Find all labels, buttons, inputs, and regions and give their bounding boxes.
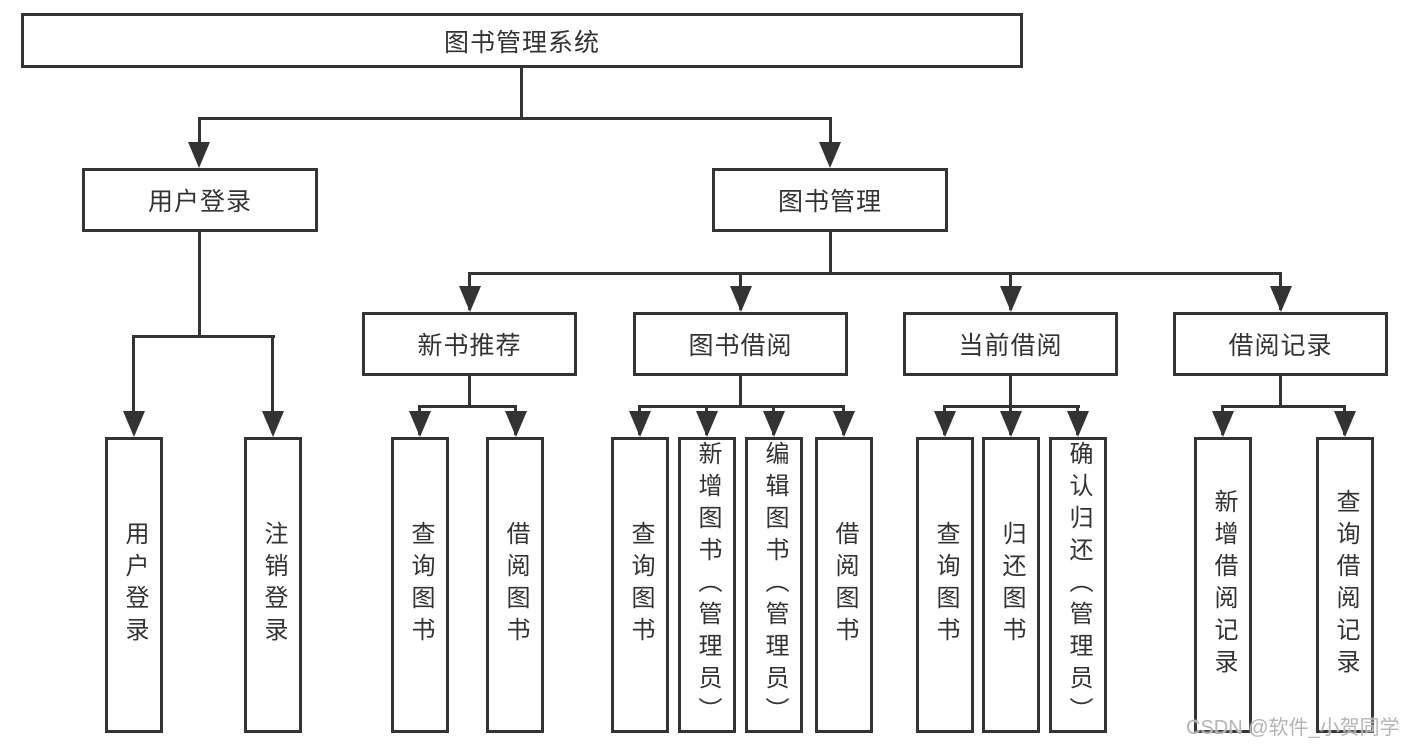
leaf-return-book-label: 归还图书 [998,521,1025,649]
leaf-query-book-current: 查询图书 [916,437,974,733]
leaf-borrow-book-newrec: 借阅图书 [486,437,544,733]
arrow-down-icon [629,411,651,437]
node-book-mgmt: 图书管理 [712,168,948,232]
arrow-down-icon [409,411,431,437]
connector-new-book-rec-branch [418,405,517,408]
connector-book-borrow-stem [739,376,742,408]
connector-book-mgmt-stem [829,232,832,275]
connector-current-borrow-stem [1009,376,1012,408]
leaf-logout: 注销登录 [244,437,302,733]
leaf-confirm-return-admin-label: 确认归还（管理员） [1065,441,1092,729]
leaf-edit-book-admin-label: 编辑图书（管理员） [761,441,788,729]
node-book-borrow: 图书借阅 [633,312,848,376]
arrow-down-icon [763,411,785,437]
arrow-down-icon [1270,286,1292,312]
arrow-down-icon [123,411,145,437]
leaf-query-borrow-record-label: 查询借阅记录 [1332,489,1359,681]
node-current-borrow-label: 当前借阅 [958,332,1063,360]
leaf-query-borrow-record: 查询借阅记录 [1316,437,1374,733]
node-user-login: 用户登录 [82,168,318,232]
leaf-query-book-newrec-label: 查询图书 [407,521,434,649]
arrow-down-icon [730,286,752,312]
connector-new-book-rec-stem [468,376,471,408]
arrow-down-icon [188,142,210,168]
node-root-system: 图书管理系统 [21,13,1023,68]
leaf-query-book-borrow-label: 查询图书 [627,521,654,649]
connector-root-to-user-login [198,117,201,163]
connector-user-login-stem [198,232,201,338]
arrow-down-icon [833,411,855,437]
leaf-borrow-book-borrow: 借阅图书 [815,437,873,733]
arrow-down-icon [696,411,718,437]
node-current-borrow: 当前借阅 [903,312,1118,376]
leaf-query-book-newrec: 查询图书 [391,437,449,733]
arrow-down-icon [505,411,527,437]
leaf-user-login: 用户登录 [105,437,163,733]
leaf-add-book-admin: 新增图书（管理员） [678,437,736,733]
node-borrow-records-label: 借阅记录 [1228,332,1333,360]
node-new-book-rec-label: 新书推荐 [417,332,522,360]
arrow-down-icon [262,411,284,437]
connector-root-stem [520,68,523,120]
arrow-down-icon [819,142,841,168]
arrow-down-icon [1000,411,1022,437]
leaf-add-borrow-record: 新增借阅记录 [1194,437,1252,733]
leaf-add-borrow-record-label: 新增借阅记录 [1210,489,1237,681]
node-book-borrow-label: 图书借阅 [688,332,793,360]
leaf-edit-book-admin: 编辑图书（管理员） [745,437,803,733]
leaf-add-book-admin-label: 新增图书（管理员） [694,441,721,729]
connector-to-leaf-user-login [132,335,135,433]
leaf-user-login-label: 用户登录 [121,521,148,649]
arrow-down-icon [459,286,481,312]
connector-user-login-branch [132,335,275,338]
leaf-borrow-book-borrow-label: 借阅图书 [831,521,858,649]
arrow-down-icon [1334,411,1356,437]
connector-root-to-book-mgmt [829,117,832,163]
arrow-down-icon [1000,286,1022,312]
leaf-query-book-borrow: 查询图书 [611,437,669,733]
node-borrow-records: 借阅记录 [1173,312,1388,376]
csdn-watermark: CSDN @软件_小贺同学 [1186,717,1400,739]
node-root-system-label: 图书管理系统 [443,28,600,57]
node-new-book-rec: 新书推荐 [362,312,577,376]
arrow-down-icon [1067,411,1089,437]
connector-book-mgmt-branch [468,272,1282,275]
connector-to-leaf-logout [271,335,274,433]
leaf-confirm-return-admin: 确认归还（管理员） [1049,437,1107,733]
connector-book-borrow-branch [638,405,845,408]
leaf-logout-label: 注销登录 [260,521,287,649]
arrow-down-icon [934,411,956,437]
node-book-mgmt-label: 图书管理 [777,188,882,216]
leaf-return-book: 归还图书 [982,437,1040,733]
leaf-query-book-current-label: 查询图书 [932,521,959,649]
connector-borrow-records-branch [1221,405,1346,408]
arrow-down-icon [1212,411,1234,437]
connector-borrow-records-stem [1279,376,1282,408]
node-user-login-label: 用户登录 [147,188,252,216]
leaf-borrow-book-newrec-label: 借阅图书 [502,521,529,649]
connector-root-branch [198,117,832,120]
